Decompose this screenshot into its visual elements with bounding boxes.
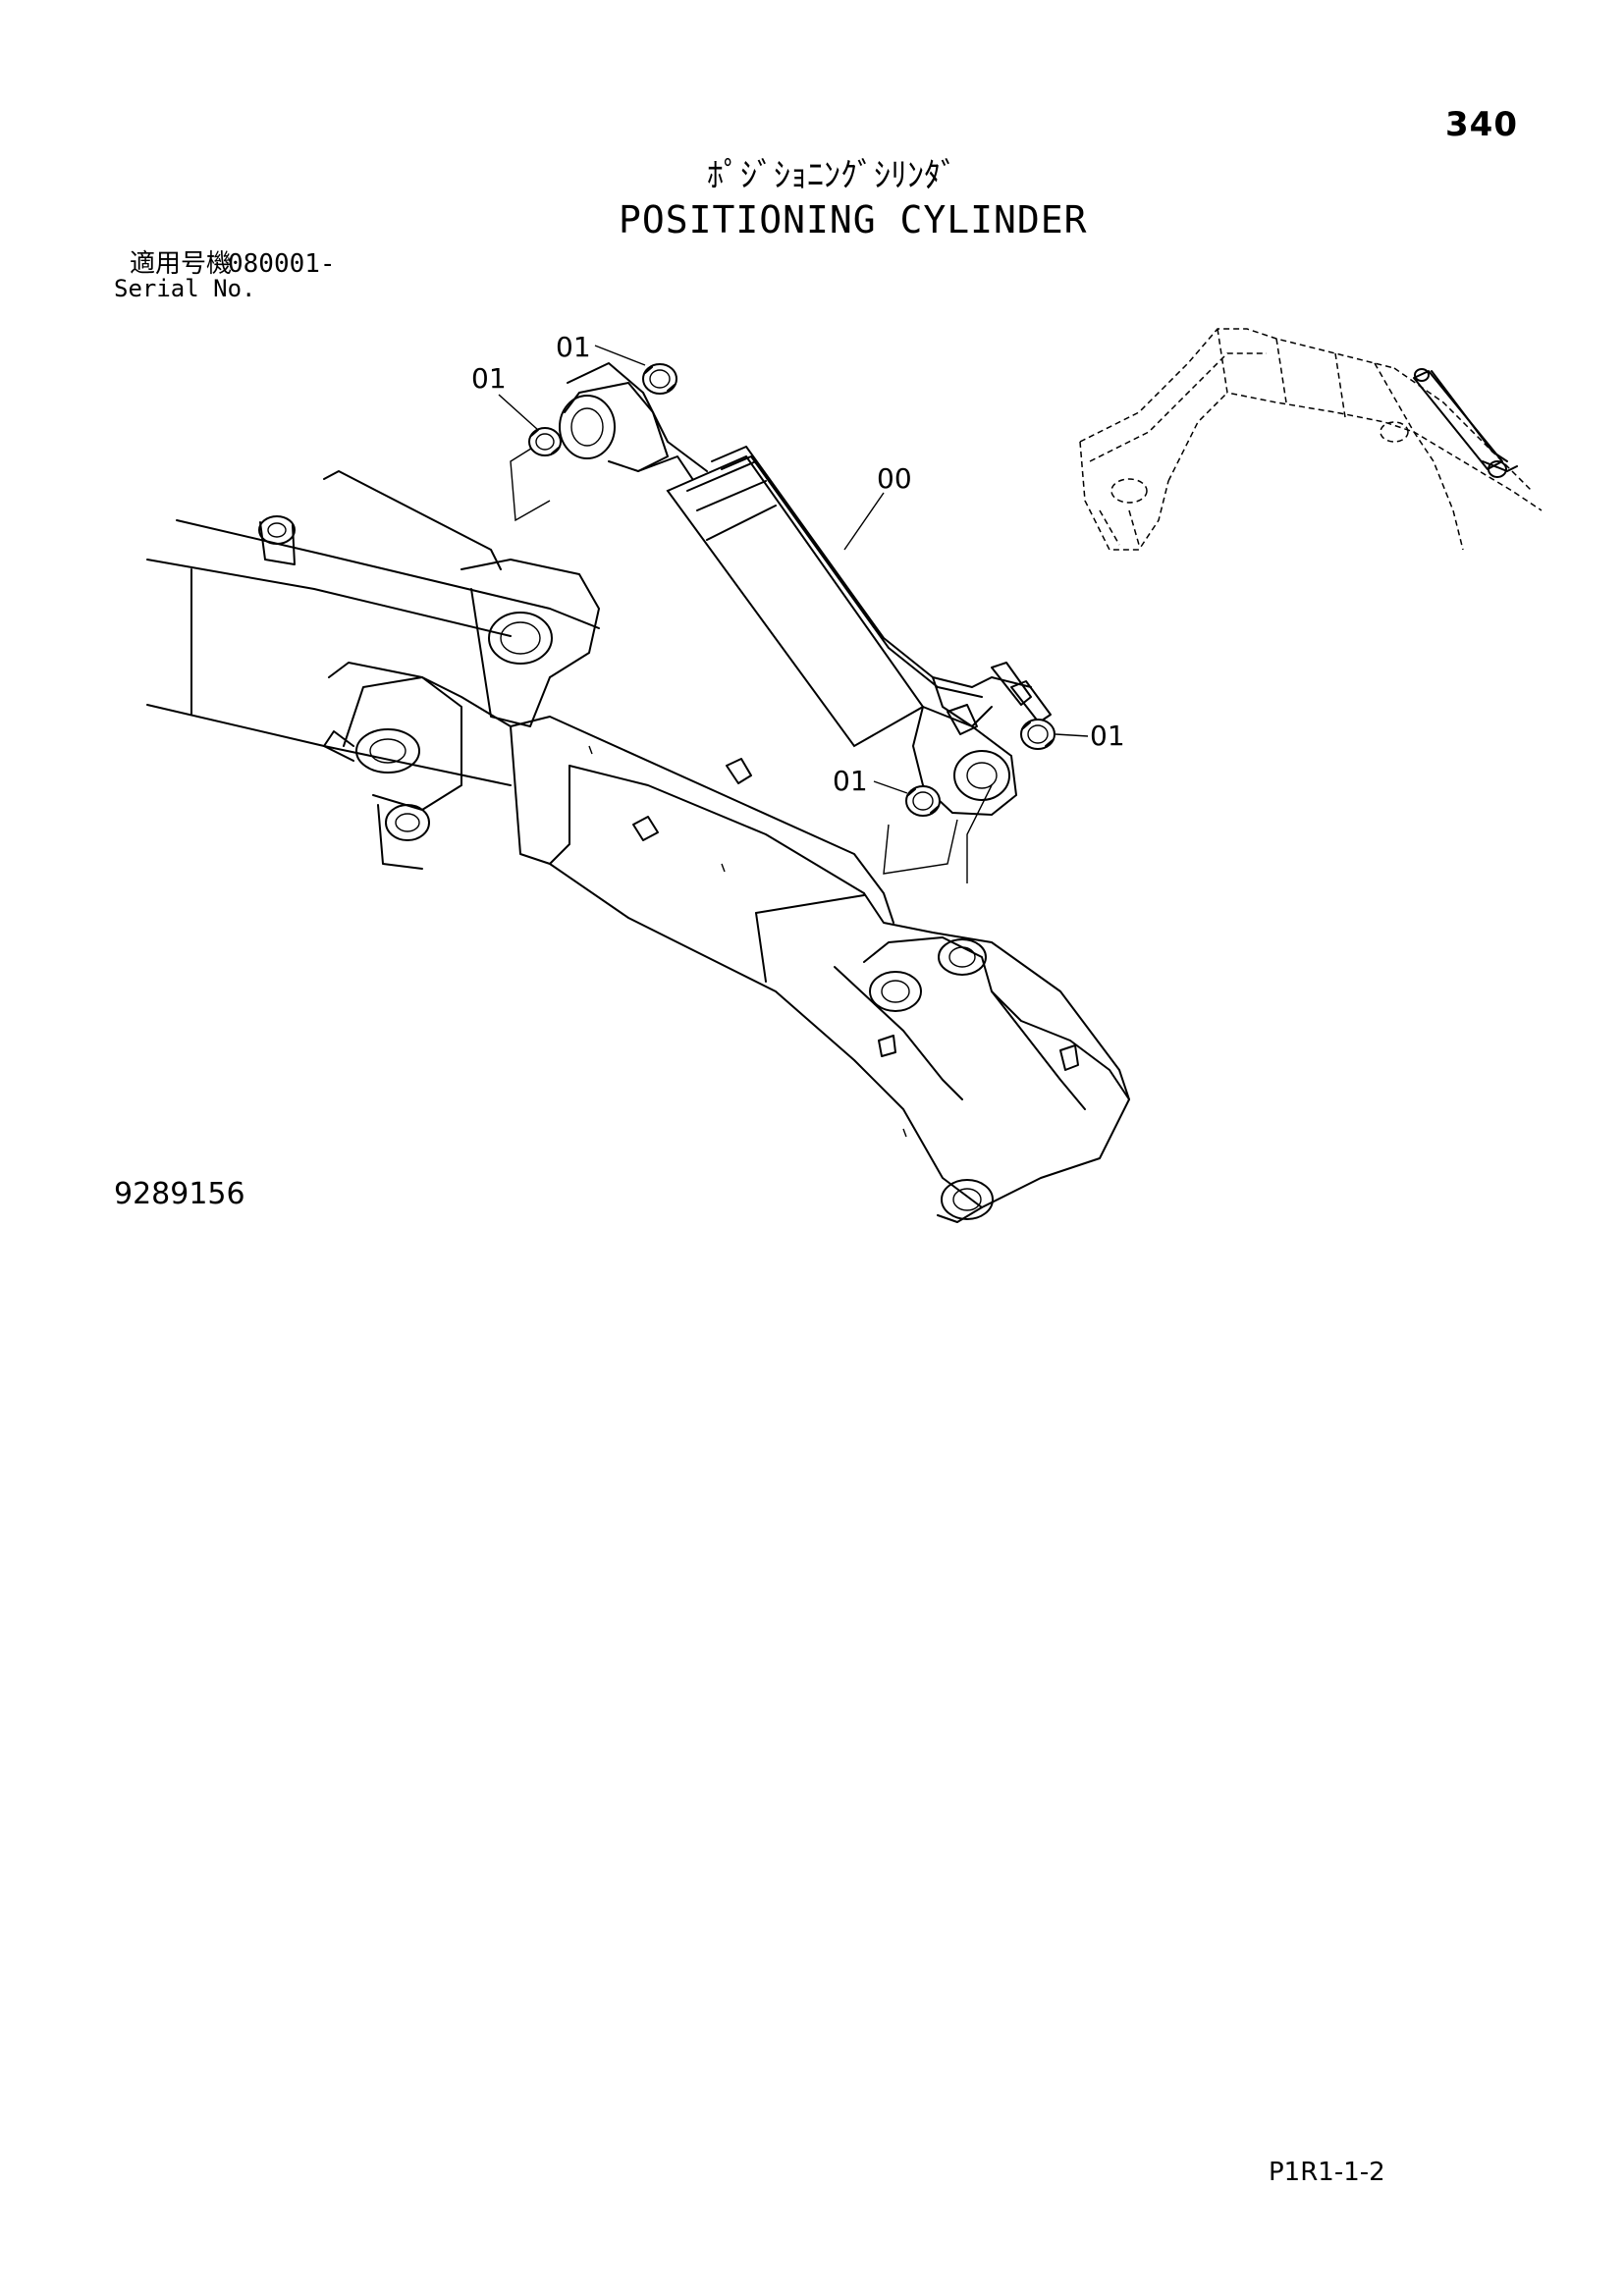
bushing-part-1 [528, 427, 562, 456]
boom-illustration [146, 470, 1130, 1223]
footer-code: P1R1-1-2 [1269, 2158, 1385, 2187]
callout-leaders [498, 345, 1089, 794]
callout-bushing-1: 01 [471, 362, 507, 395]
bushing-part-4 [905, 785, 941, 817]
bushing-parts [528, 363, 1056, 817]
page-number: 340 [1445, 105, 1518, 144]
key-map-inset [1079, 328, 1543, 551]
callout-bushing-2: 01 [556, 331, 591, 363]
bushing-part-3 [1020, 719, 1056, 750]
bushing-part-2 [642, 363, 677, 395]
callout-cylinder: 00 [877, 462, 912, 495]
callout-bushing-3: 01 [1090, 720, 1125, 752]
cylinder-illustration [510, 362, 1052, 883]
callout-bushing-4: 01 [833, 765, 868, 797]
title-japanese: ﾎﾟｼﾞｼｮﾆﾝｸﾞｼﾘﾝﾀﾞ [707, 156, 957, 195]
drawing-number: 9289156 [114, 1177, 245, 1211]
serial-label-japanese: 適用号機 [130, 249, 233, 279]
serial-number-value: 080001- [228, 249, 336, 279]
serial-label: Serial No. [114, 275, 256, 302]
page-title: POSITIONING CYLINDER [619, 198, 1088, 241]
